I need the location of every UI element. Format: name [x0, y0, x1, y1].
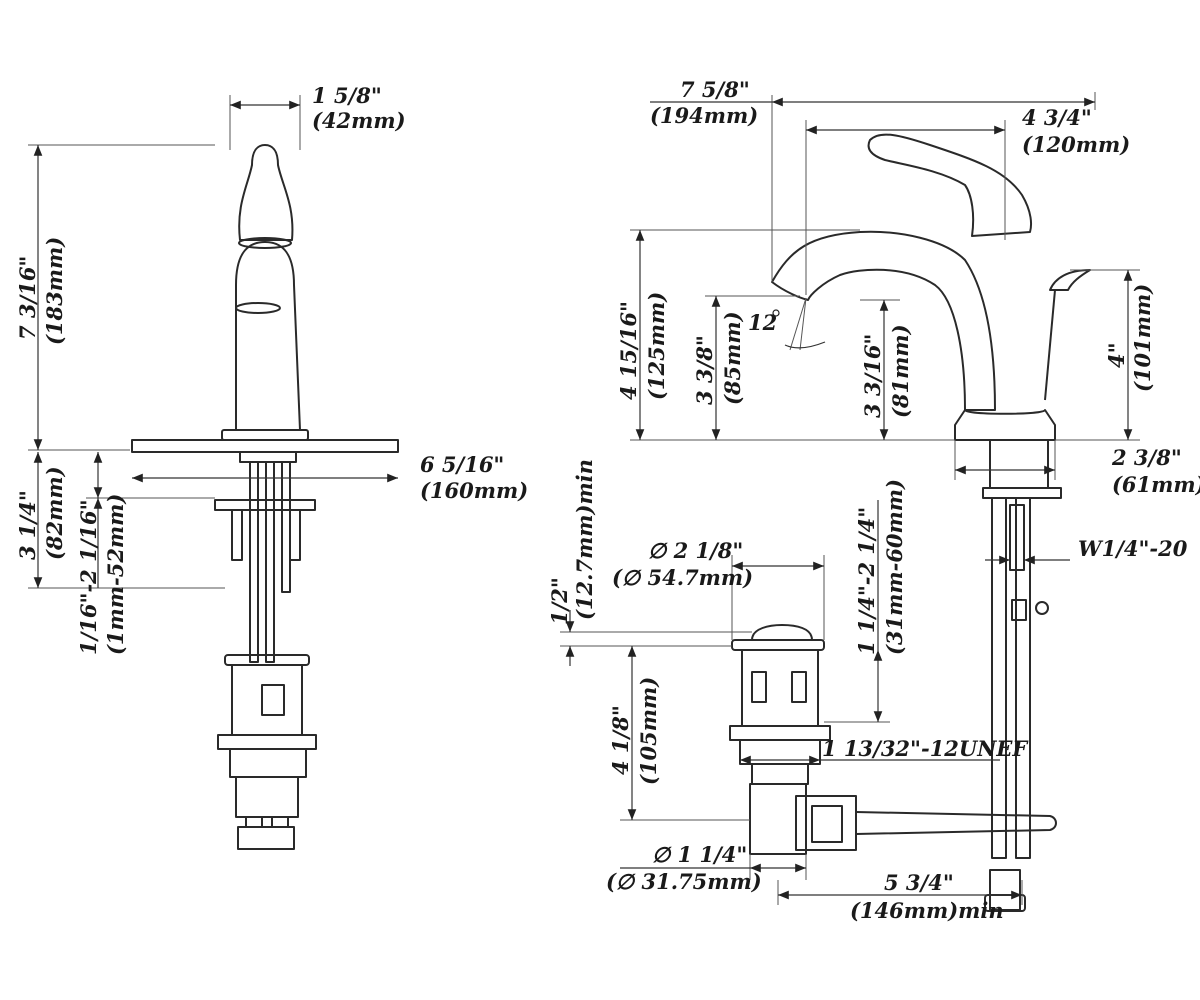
side-depth-metric: (194mm)	[650, 103, 758, 128]
drain-body-height-imperial: 4 1/8"	[608, 705, 633, 775]
side-rear-lever	[1049, 269, 1091, 291]
side-supply-thread: W1/4"-20	[1078, 536, 1188, 561]
drain-deck-range-imperial: 1 1/4"-2 1/4"	[854, 507, 879, 655]
drain-view: ∅ 2 1/8" (∅ 54.7mm) 1/2" (12.7mm)min 4 1…	[547, 459, 1057, 923]
side-spout	[771, 230, 996, 411]
side-handle-height-imperial: 4"	[1104, 342, 1129, 368]
drain-flange	[751, 624, 813, 641]
front-handle-width-metric: (42mm)	[312, 108, 406, 133]
side-depth-imperial: 7 5/8"	[680, 77, 750, 102]
side-aerator-height-imperial: 3 3/16"	[860, 334, 885, 418]
side-angle: 12	[748, 310, 777, 335]
drain-rod-length-imperial: 5 3/4"	[884, 870, 954, 895]
front-shank-imperial: 3 1/4"	[15, 490, 40, 560]
front-handle-width-imperial: 1 5/8"	[312, 83, 382, 108]
front-height-metric: (183mm)	[42, 237, 67, 345]
drain-tailpiece-diameter-metric: (∅ 31.75mm)	[606, 869, 762, 894]
side-tip-height-imperial: 3 3/8"	[692, 335, 717, 405]
front-deck-thickness-metric: (1mm-52mm)	[103, 494, 128, 655]
side-base-diameter-metric: (61mm)	[1112, 472, 1200, 497]
drain-flange-height-imperial: 1/2"	[547, 577, 572, 625]
front-faucet-body	[235, 241, 301, 431]
front-deck-thickness-imperial: 1/16"-2 1/16"	[76, 499, 101, 655]
side-handle-height-metric: (101mm)	[1130, 284, 1155, 392]
front-handle	[238, 144, 294, 241]
drain-tailpiece-diameter-imperial: ∅ 1 1/4"	[652, 842, 747, 867]
side-view: 7 5/8" (194mm) 4 3/4" (120mm) 4 15/16" (…	[616, 77, 1200, 859]
side-handle	[867, 133, 1032, 237]
drain-flange-diameter-metric: (∅ 54.7mm)	[612, 565, 753, 590]
drain-flange-height-metric: (12.7mm)min	[572, 459, 597, 620]
front-view: 1 5/8" (42mm) 7 3/16" (183mm) 6 5/16" (1…	[15, 83, 528, 850]
front-height-imperial: 7 3/16"	[15, 256, 40, 340]
front-aerator	[235, 302, 281, 314]
side-aerator-height-metric: (81mm)	[888, 324, 913, 418]
front-deck-plate	[131, 439, 399, 453]
side-base	[954, 409, 1056, 441]
side-base-diameter-imperial: 2 3/8"	[1111, 445, 1182, 470]
drain-body-height-metric: (105mm)	[636, 677, 661, 785]
drain-pivot-rod	[855, 811, 1057, 835]
drain-flange-diameter-imperial: ∅ 2 1/8"	[648, 538, 743, 563]
drain-thread: 1 13/32"-12UNEF	[822, 736, 1029, 761]
drain-rod-length-metric: (146mm)min	[850, 898, 1004, 923]
side-spout-height-metric: (125mm)	[644, 292, 669, 400]
drain-deck-range-metric: (31mm-60mm)	[882, 479, 907, 655]
side-reach-imperial: 4 3/4"	[1022, 105, 1092, 130]
side-tip-height-metric: (85mm)	[720, 311, 745, 405]
side-spout-height-imperial: 4 15/16"	[616, 301, 641, 400]
front-shank-metric: (82mm)	[42, 466, 67, 560]
side-reach-metric: (120mm)	[1022, 132, 1130, 157]
front-plate-width-metric: (160mm)	[420, 478, 528, 503]
front-plate-width-imperial: 6 5/16"	[420, 452, 504, 477]
